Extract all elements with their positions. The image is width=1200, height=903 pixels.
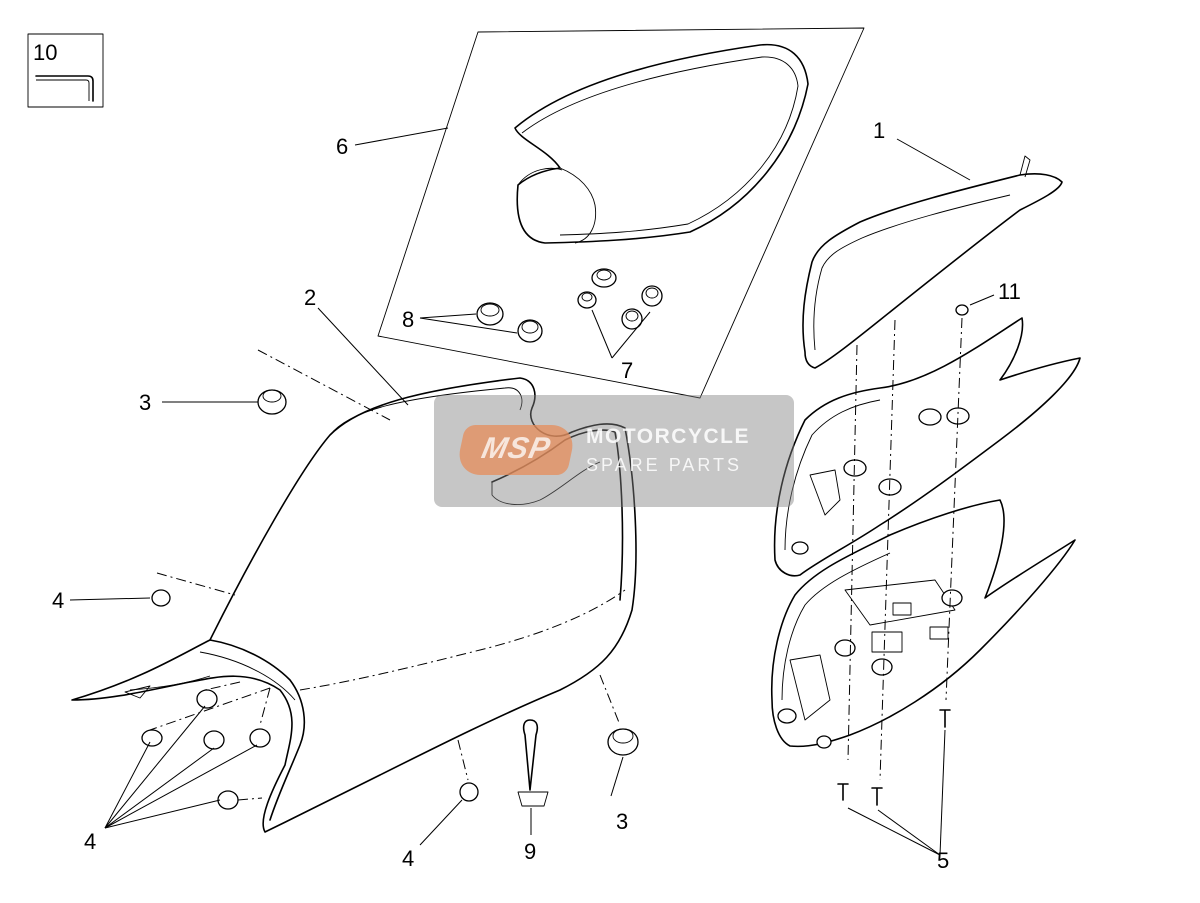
- rider-seat: [71, 377, 637, 833]
- callout-7: 7: [621, 358, 633, 383]
- callout-5: 5: [937, 848, 949, 873]
- tray-lower: [770, 499, 1076, 749]
- allen-key-icon: [35, 75, 94, 102]
- watermark-logo: MSP: [454, 425, 578, 475]
- grommet-4g: [459, 782, 479, 802]
- grommet-8b: [517, 319, 543, 343]
- assembly-lines: [149, 317, 963, 801]
- grommet-4e: [249, 728, 271, 748]
- bumper-3b: [607, 728, 639, 756]
- grommet-4b: [196, 689, 218, 709]
- grommet-7c: [641, 285, 663, 307]
- grommet-4d: [203, 730, 225, 750]
- callout-9: 9: [524, 839, 536, 864]
- screw-5c: [939, 709, 951, 728]
- watermark-line2: SPARE PARTS: [586, 455, 743, 475]
- leader-lines: [69, 127, 995, 856]
- seat-cover-1: [802, 155, 1063, 369]
- callout-11: 11: [998, 279, 1021, 304]
- tray-upper: [773, 317, 1081, 577]
- item-10-box: [27, 33, 104, 108]
- grommet-7d: [621, 308, 643, 330]
- callout-4c: 4: [402, 846, 414, 871]
- grommet-7b: [577, 291, 597, 309]
- watermark-logo-text: MSP: [478, 432, 554, 465]
- nut-11: [955, 304, 969, 316]
- screw-5a: [837, 783, 849, 801]
- strap-9: [517, 719, 549, 807]
- watermark: MSP MOTORCYCLE SPARE PARTS: [434, 395, 794, 507]
- callout-4b: 4: [84, 829, 96, 854]
- callout-8: 8: [402, 307, 414, 332]
- bumper-3a: [257, 389, 287, 415]
- callout-3a: 3: [139, 390, 151, 415]
- grommet-7a: [591, 268, 617, 288]
- callout-10: 10: [33, 40, 57, 65]
- callout-1: 1: [873, 118, 885, 143]
- grommet-4a: [151, 589, 171, 607]
- screw-5b: [871, 787, 883, 806]
- callout-4a: 4: [52, 588, 64, 613]
- callout-6: 6: [336, 134, 348, 159]
- passenger-seat: [514, 43, 809, 244]
- item-6-panel: [377, 27, 865, 399]
- grommet-4c: [141, 729, 163, 747]
- grommet-4f: [217, 790, 239, 810]
- grommet-8a: [476, 302, 504, 326]
- callout-2: 2: [304, 285, 316, 310]
- callout-3b: 3: [616, 809, 628, 834]
- watermark-line1: MOTORCYCLE: [586, 425, 750, 448]
